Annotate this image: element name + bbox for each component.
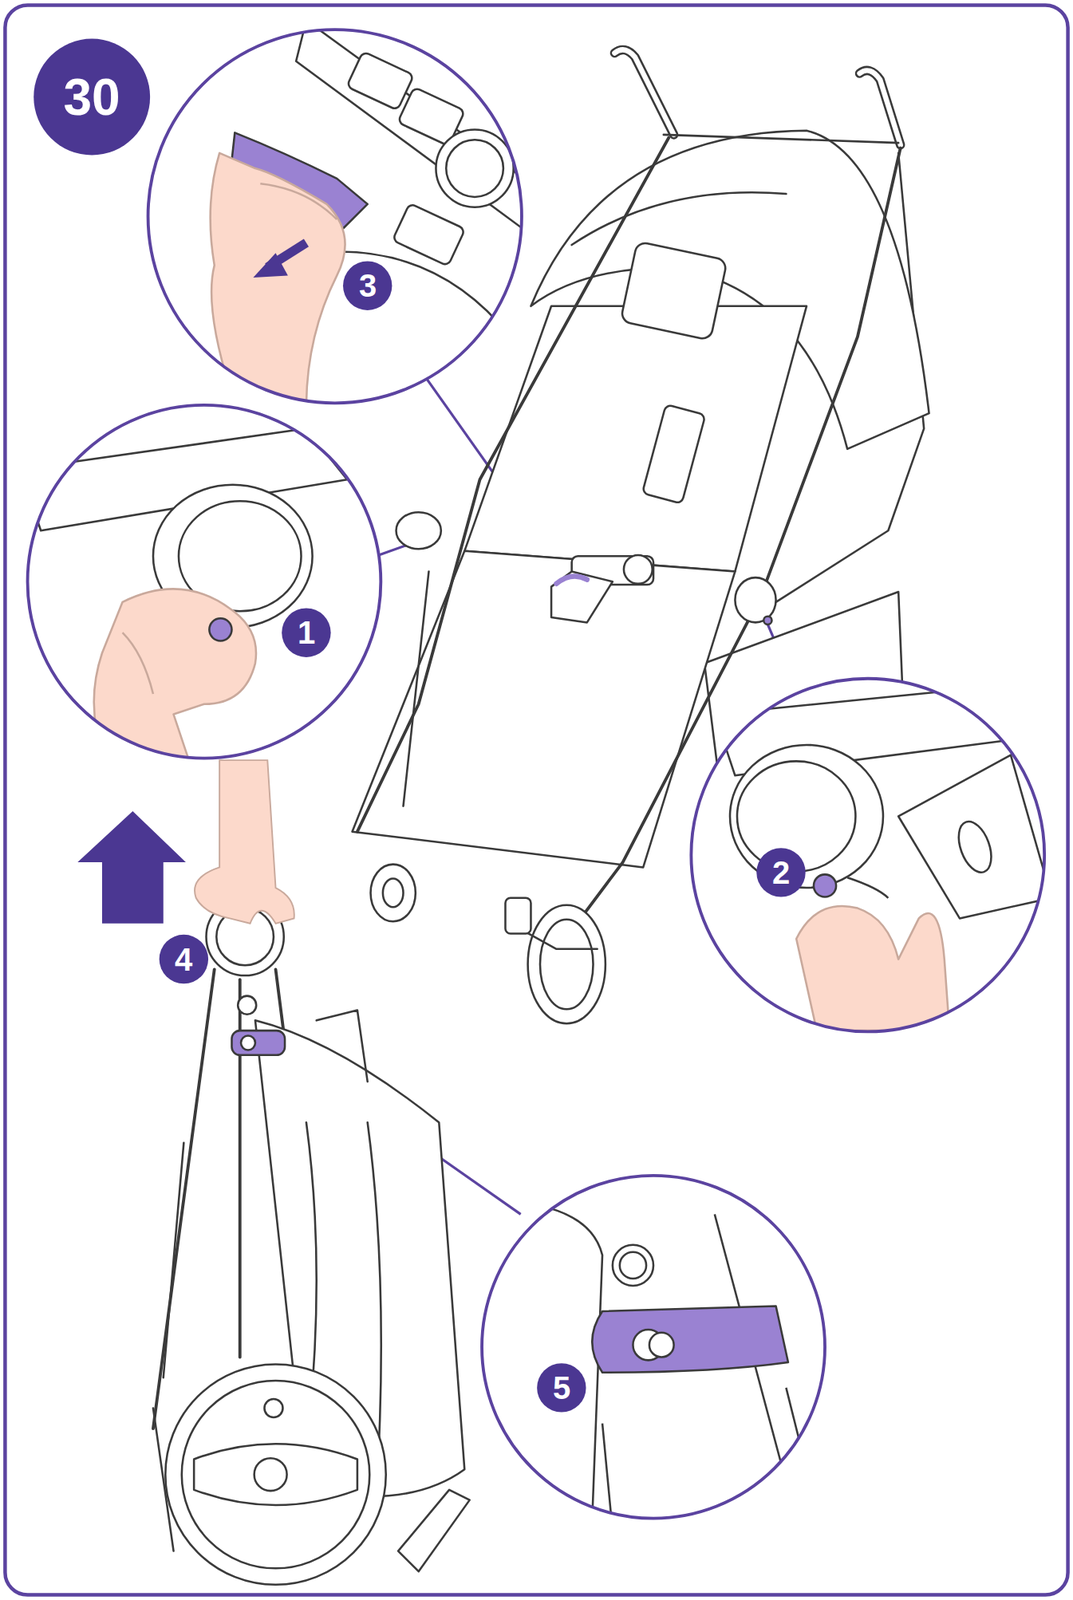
callout-number: 2 [772,856,790,889]
step-number: 30 [63,71,120,123]
callout-number: 1 [297,616,316,649]
callout-number: 4 [174,943,193,976]
callout-number: 3 [358,269,377,302]
callout-number: 5 [552,1372,571,1405]
